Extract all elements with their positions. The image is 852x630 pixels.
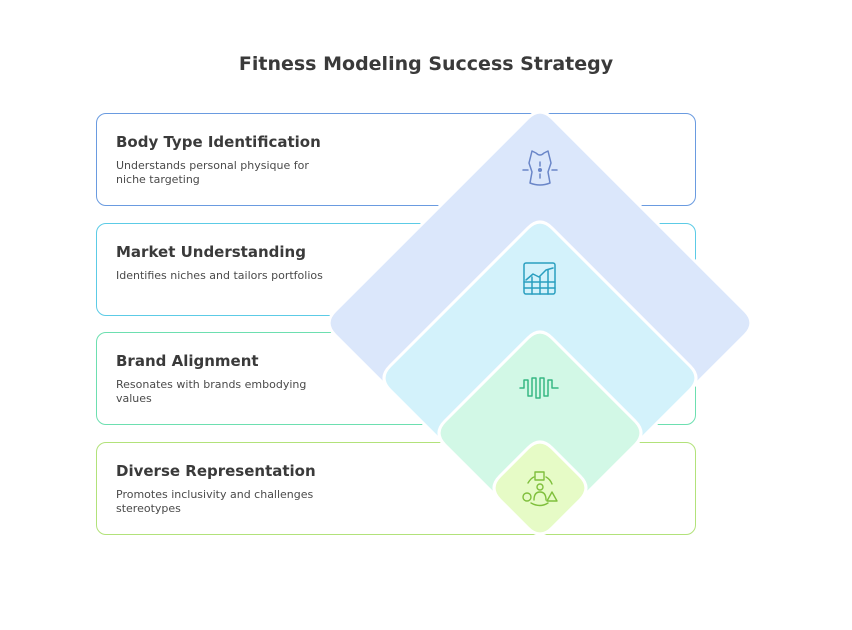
waveform-icon — [519, 377, 559, 399]
card-title: Brand Alignment — [116, 352, 259, 370]
chart-grid-icon — [523, 262, 556, 295]
card-description: Identifies niches and tailors portfolios — [116, 269, 323, 282]
shapes-person-icon — [522, 471, 558, 507]
torso-icon — [522, 150, 558, 186]
card-title: Market Understanding — [116, 243, 306, 261]
card-description: Resonates with brands embodying values — [116, 378, 307, 405]
card-title: Body Type Identification — [116, 133, 321, 151]
diagram-title: Fitness Modeling Success Strategy — [238, 53, 614, 75]
diamond-diverse — [492, 440, 588, 536]
card-description: Promotes inclusivity and challenges ster… — [116, 488, 314, 515]
card-title: Diverse Representation — [116, 462, 316, 480]
card-description: Understands personal physique for niche … — [116, 159, 309, 186]
